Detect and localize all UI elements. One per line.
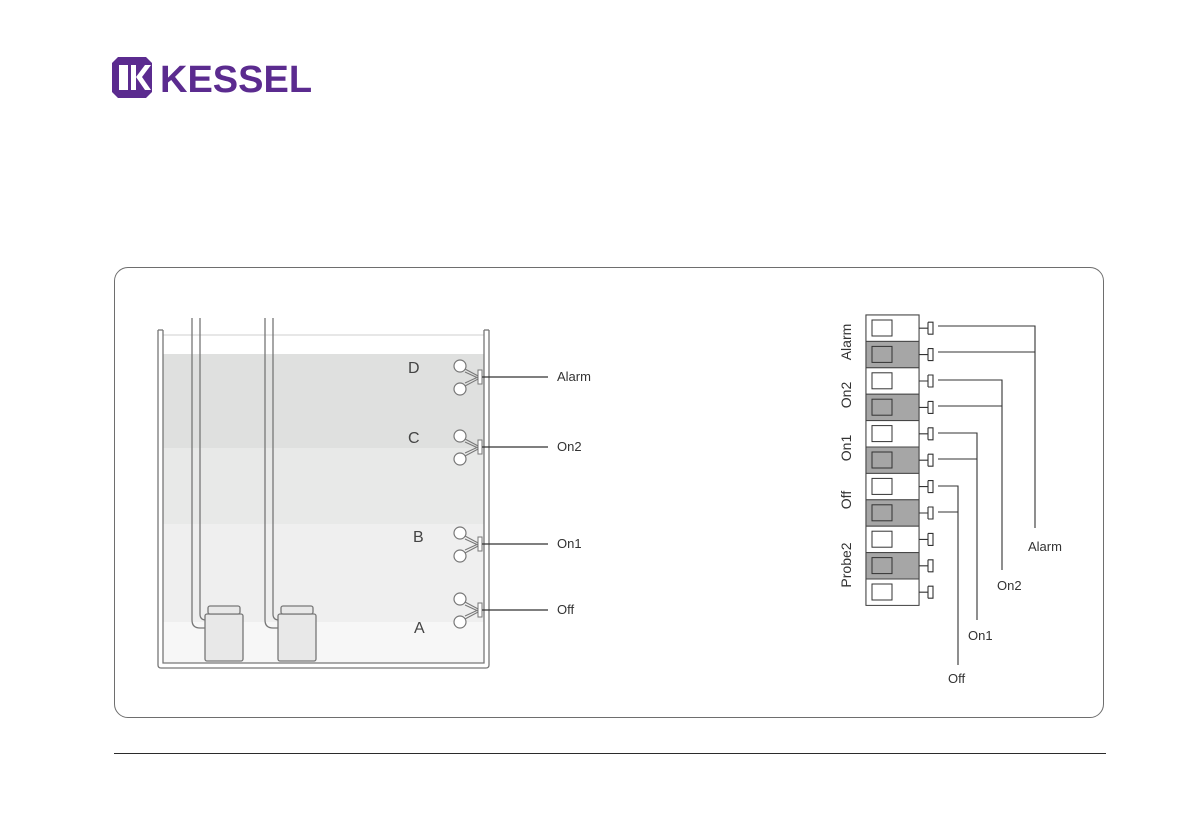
terminal-label-on2: On2 — [838, 382, 854, 409]
terminal-block — [866, 315, 933, 605]
terminal-label-off: Off — [838, 491, 854, 510]
probe-sensor-icon — [454, 430, 466, 442]
probe-sensor-icon — [454, 593, 466, 605]
terminal-connector-icon — [919, 507, 933, 519]
probe-sensor-icon — [454, 453, 466, 465]
level-line-label-on1: On1 — [557, 536, 582, 551]
terminal-label-probe2: Probe2 — [838, 542, 854, 587]
terminal-screw-icon — [872, 399, 892, 415]
output-label-alarm: Alarm — [1028, 539, 1062, 554]
output-wiring — [938, 326, 1035, 665]
terminal-screw-icon — [872, 478, 892, 494]
terminal-screw-icon — [872, 584, 892, 600]
terminal-screw-icon — [872, 531, 892, 547]
terminal-label-on1: On1 — [838, 435, 854, 462]
terminal-screw-icon — [872, 558, 892, 574]
probe-sensor-icon — [454, 550, 466, 562]
terminal-connector-icon — [919, 560, 933, 572]
level-letter-c: C — [408, 430, 420, 447]
probe-sensor-icon — [454, 616, 466, 628]
output-label-on2: On2 — [997, 578, 1022, 593]
terminal-connector-icon — [919, 454, 933, 466]
probe-sensor-icon — [454, 360, 466, 372]
level-letter-b: B — [413, 529, 424, 546]
water-band-on2 — [163, 448, 484, 524]
level-line-label-on2: On2 — [557, 439, 582, 454]
terminal-label-alarm: Alarm — [838, 324, 854, 361]
terminal-connector-icon — [919, 322, 933, 334]
footer-divider — [114, 753, 1106, 754]
probe-sensor-icon — [454, 527, 466, 539]
water-band-alarm — [163, 354, 484, 448]
terminal-screw-icon — [872, 452, 892, 468]
terminal-connector-icon — [919, 349, 933, 361]
terminal-connector-icon — [919, 481, 933, 493]
terminal-connector-icon — [919, 586, 933, 598]
terminal-connector-icon — [919, 428, 933, 440]
terminal-connector-icon — [919, 401, 933, 413]
terminal-screw-icon — [872, 346, 892, 362]
terminal-connector-icon — [919, 375, 933, 387]
terminal-screw-icon — [872, 426, 892, 442]
terminal-screw-icon — [872, 373, 892, 389]
level-letter-a: A — [414, 620, 425, 637]
probe-sensor-icon — [454, 383, 466, 395]
terminal-screw-icon — [872, 320, 892, 336]
output-label-off: Off — [948, 671, 965, 686]
level-letter-d: D — [408, 360, 420, 377]
level-line-label-alarm: Alarm — [557, 369, 591, 384]
terminal-connector-icon — [919, 533, 933, 545]
level-line-label-off: Off — [557, 602, 574, 617]
output-label-on1: On1 — [968, 628, 993, 643]
terminal-screw-icon — [872, 505, 892, 521]
